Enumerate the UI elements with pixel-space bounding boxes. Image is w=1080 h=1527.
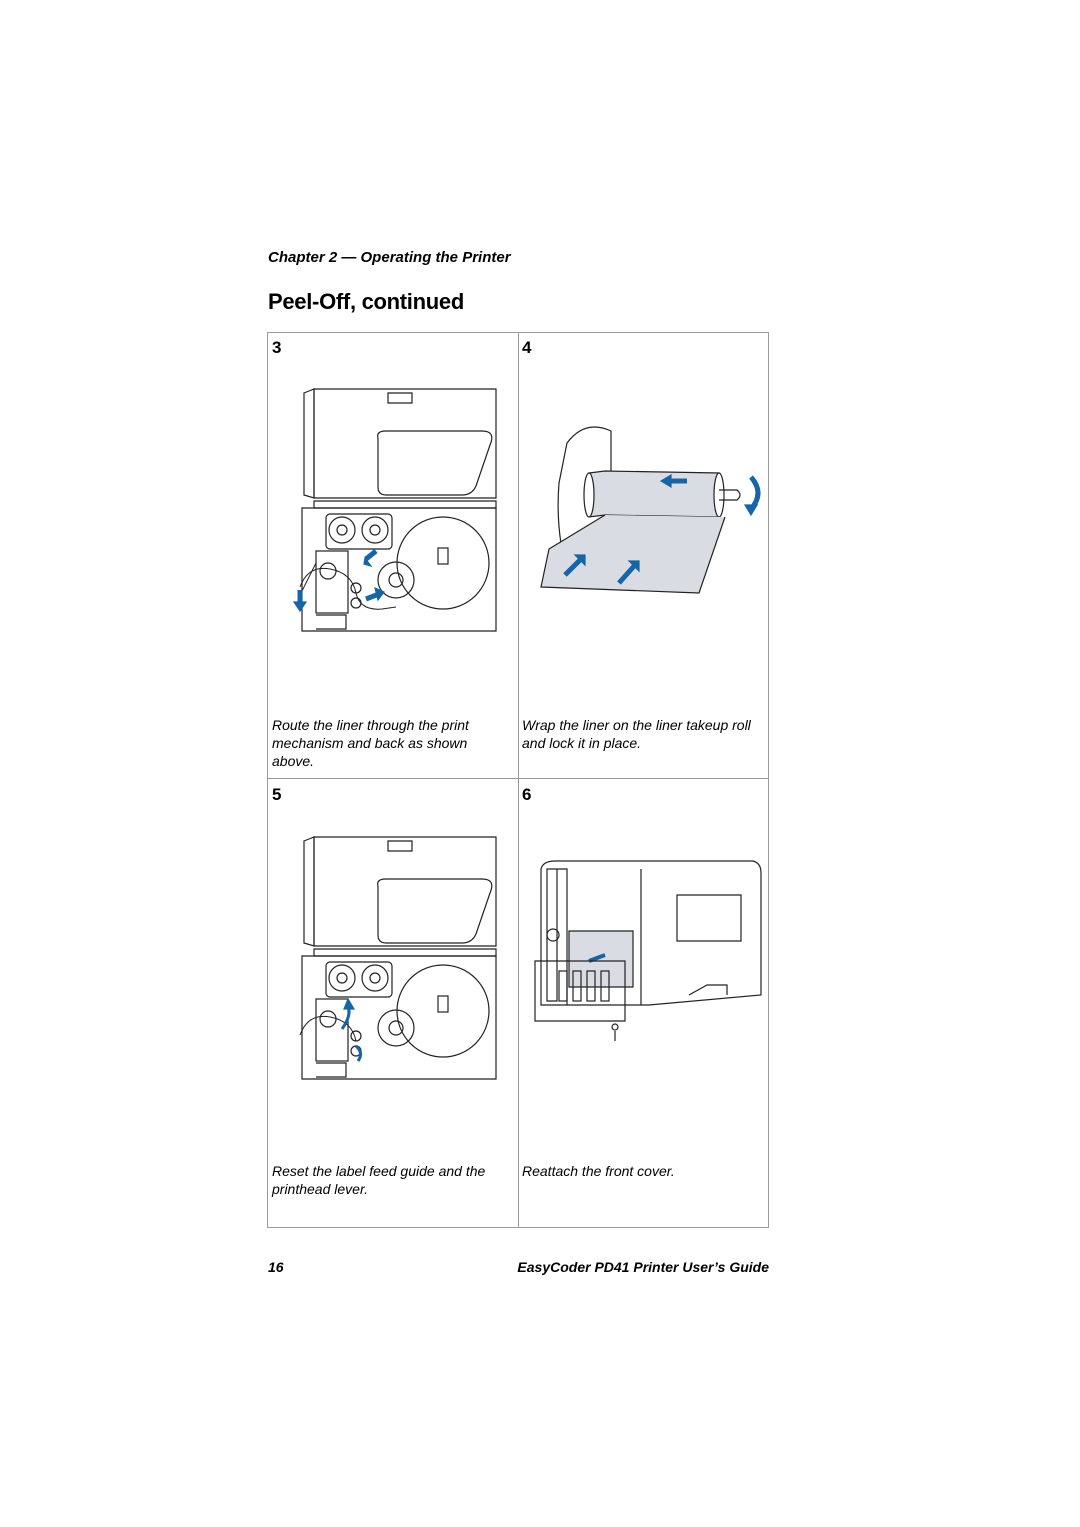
step-number: 3 [272, 338, 282, 357]
section-title: Peel-Off, continued [268, 289, 464, 314]
printer-mechanism-reset-illustration [299, 836, 497, 1080]
step-4-cell: 4 Wrap the liner on the liner takeup rol… [519, 333, 769, 778]
step-number: 6 [522, 785, 532, 804]
step-caption: Reset the label feed guide and the print… [272, 1163, 486, 1197]
page-number: 16 [268, 1259, 284, 1275]
chapter-heading: Chapter 2 — Operating the Printer [268, 249, 511, 266]
step-5-cell: 5 Reset the label feed guide and the pri… [268, 779, 518, 1228]
grid-divider-vertical [518, 333, 519, 1227]
step-caption: Wrap the liner on the liner takeup roll … [522, 717, 751, 751]
step-number: 5 [272, 785, 282, 804]
step-6-cell: 6 Reattach the front cover. [519, 779, 769, 1228]
step-3-cell: 3 Route the liner [268, 333, 518, 778]
step-caption: Route the liner through the print mechan… [272, 717, 469, 769]
step-number: 4 [522, 338, 532, 357]
printer-front-cover-illustration [534, 860, 762, 1041]
printer-mechanism-liner-route-illustration [292, 388, 497, 632]
steps-grid: 3 Route the liner [267, 332, 769, 1228]
step-caption: Reattach the front cover. [522, 1163, 675, 1179]
guide-title: EasyCoder PD41 Printer User’s Guide [517, 1259, 769, 1275]
liner-takeup-roll-illustration [540, 426, 761, 594]
grid-divider-horizontal [268, 778, 768, 779]
